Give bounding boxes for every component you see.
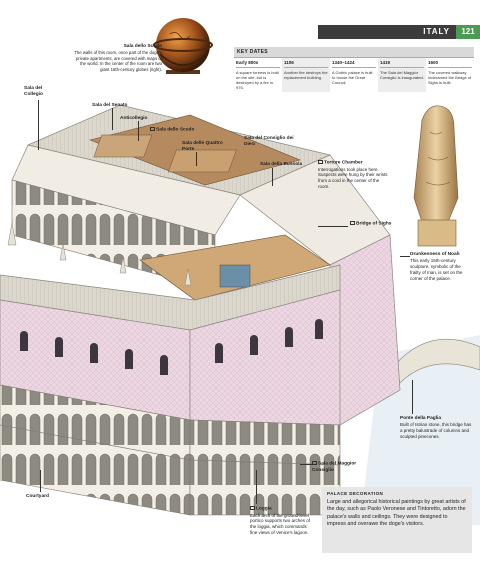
key-date-text: The Sala del Maggior Consiglio is inaugu… bbox=[380, 70, 424, 80]
leader-line bbox=[400, 256, 410, 257]
camera-icon bbox=[318, 160, 323, 164]
camera-icon bbox=[350, 221, 355, 225]
key-date-year: 1106 bbox=[284, 60, 328, 68]
label-title: Ponte della Paglia bbox=[400, 416, 442, 421]
leader-line bbox=[40, 470, 41, 492]
key-date-entry: 1340–1424 A Gothic palace is built to ho… bbox=[330, 58, 378, 92]
key-date-year: 1600 bbox=[428, 60, 472, 68]
drunkenness-of-noah-sculpture bbox=[413, 105, 459, 247]
leader-line bbox=[412, 380, 413, 414]
label-text: Built of Istrian stone, this bridge has … bbox=[400, 422, 472, 439]
palace-cutaway-illustration bbox=[0, 104, 480, 525]
palace-decoration-text: Large and allegorical historical paintin… bbox=[327, 499, 466, 527]
label-drunkenness-of-noah: Drunkenness of Noah This early 15th-cent… bbox=[410, 252, 472, 282]
leader-line bbox=[318, 226, 348, 227]
label-text: Interrogations took place here. Suspects… bbox=[318, 166, 388, 190]
key-date-entry: 1106 Another fire destroys the replaceme… bbox=[282, 58, 330, 92]
key-date-year: Early 800s bbox=[236, 60, 280, 68]
key-date-year: 1340–1424 bbox=[332, 60, 376, 68]
page-header-band: ITALY 121 bbox=[318, 25, 480, 39]
palace-decoration-box: PALACE DECORATION Large and allegorical … bbox=[322, 487, 472, 553]
label-text: Sala del Maggior Consiglio bbox=[312, 461, 357, 473]
key-date-entry: 1419 The Sala del Maggior Consiglio is i… bbox=[378, 58, 426, 92]
globe-caption-title: Sala dello Scudo bbox=[123, 44, 162, 49]
label-sala-bussola: Sala della Bussola bbox=[260, 162, 302, 168]
label-text: Sala della Bussola bbox=[260, 162, 303, 167]
label-text: Sala del Consiglio dei Dieci bbox=[244, 136, 294, 148]
label-text: Anticollegio bbox=[120, 116, 148, 121]
label-sala-collegio: Sala del Collegio bbox=[24, 86, 54, 98]
camera-icon bbox=[312, 461, 317, 465]
label-sala-maggior-consiglio: Sala del Maggior Consiglio bbox=[312, 461, 366, 474]
globe-caption-text: The walls of this room, once part of the… bbox=[74, 50, 162, 72]
label-title: Torture Chamber bbox=[324, 160, 363, 166]
globe-illustration bbox=[153, 18, 213, 74]
label-bridge-of-sighs: Bridge of Sighs bbox=[350, 221, 391, 228]
key-dates-table: KEY DATES Early 800s A square fortress i… bbox=[234, 47, 474, 92]
camera-icon bbox=[250, 506, 255, 510]
key-date-entry: 1600 The covered walkway nicknamed the B… bbox=[426, 58, 474, 92]
label-title: Drunkenness of Noah bbox=[410, 252, 460, 257]
key-date-entry: Early 800s A square fortress is built on… bbox=[234, 58, 282, 92]
label-loggia: Loggia Each arch of the ground-level por… bbox=[250, 506, 312, 536]
label-sala-consiglio-dieci: Sala del Consiglio dei Dieci bbox=[244, 136, 302, 148]
camera-icon bbox=[150, 127, 155, 131]
section-title: ITALY bbox=[318, 25, 456, 39]
leader-line bbox=[196, 152, 197, 166]
label-courtyard: Courtyard bbox=[26, 494, 49, 500]
key-date-year: 1419 bbox=[380, 60, 424, 68]
leader-line bbox=[138, 121, 139, 141]
palace-decoration-title: PALACE DECORATION bbox=[327, 491, 384, 496]
key-dates-title: KEY DATES bbox=[234, 47, 474, 57]
label-sala-senato: Sala del Senato bbox=[92, 103, 127, 109]
label-sala-scudo: Sala dello Scudo bbox=[150, 127, 194, 134]
leader-line bbox=[112, 108, 113, 130]
label-ponte-della-paglia: Ponte della Paglia Built of Istrian ston… bbox=[400, 416, 472, 440]
label-text: Courtyard bbox=[26, 494, 49, 499]
label-text: This early 15th-century sculpture, symbo… bbox=[410, 258, 463, 281]
leader-line bbox=[38, 100, 39, 150]
label-text: Sala delle Quattro Porte bbox=[182, 141, 223, 153]
label-title: Loggia bbox=[256, 506, 272, 512]
label-text: Sala dello Scudo bbox=[156, 127, 195, 133]
label-sala-quattro-porte: Sala delle Quattro Porte bbox=[182, 141, 230, 153]
leader-line bbox=[256, 470, 257, 504]
leader-line bbox=[300, 464, 312, 465]
key-date-text: Another fire destroys the replacement bu… bbox=[284, 70, 328, 80]
label-text: Sala del Collegio bbox=[24, 86, 43, 98]
label-anticollegio: Anticollegio bbox=[120, 116, 147, 122]
globe-caption: Sala dello Scudo The walls of this room,… bbox=[70, 44, 162, 73]
label-torture-chamber: Torture Chamber Interrogations took plac… bbox=[318, 160, 392, 190]
label-text: Sala del Senato bbox=[92, 103, 128, 108]
key-date-text: A square fortress is built on the site, … bbox=[236, 70, 279, 90]
label-text: Each arch of the ground-level portico su… bbox=[250, 512, 311, 536]
key-date-text: A Gothic palace is built to house the Gr… bbox=[332, 70, 373, 85]
label-text: Bridge of Sighs bbox=[356, 221, 392, 227]
page-number: 121 bbox=[456, 25, 480, 39]
leader-line bbox=[272, 168, 273, 186]
key-date-text: The covered walkway nicknamed the Bridge… bbox=[428, 70, 472, 85]
